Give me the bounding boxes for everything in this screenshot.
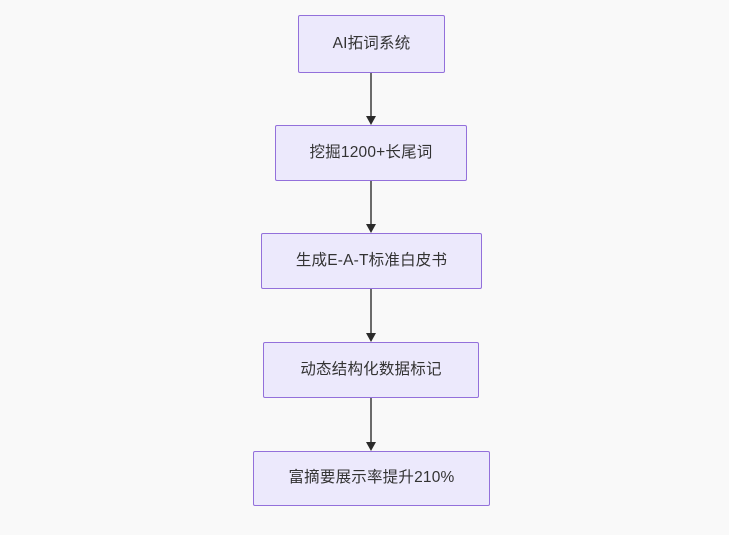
flowchart-node-5-label: 富摘要展示率提升210% [288,469,455,487]
flowchart-edge-1-arrowhead-icon [366,116,376,125]
flowchart-node-2[interactable]: 挖掘1200+长尾词 [275,125,467,181]
flowchart-node-4-label: 动态结构化数据标记 [300,360,442,378]
flowchart-edge-2-arrowhead-icon [366,224,376,233]
flowchart-edge-1-line [370,73,372,117]
flowchart-node-1-label: AI拓词系统 [332,34,411,52]
flowchart-node-3-label: 生成E-A-T标准白皮书 [295,251,448,269]
flowchart-node-1[interactable]: AI拓词系统 [298,15,445,73]
flowchart-edge-4-line [370,398,372,443]
flowchart-edge-2-line [370,181,372,225]
flowchart-edge-3-line [370,289,372,334]
flowchart-node-2-label: 挖掘1200+长尾词 [309,143,433,161]
flowchart-edge-4-arrowhead-icon [366,442,376,451]
flowchart-edge-3-arrowhead-icon [366,333,376,342]
flowchart-node-3[interactable]: 生成E-A-T标准白皮书 [261,233,482,289]
flowchart-node-5[interactable]: 富摘要展示率提升210% [253,451,490,506]
flowchart-node-4[interactable]: 动态结构化数据标记 [263,342,479,398]
